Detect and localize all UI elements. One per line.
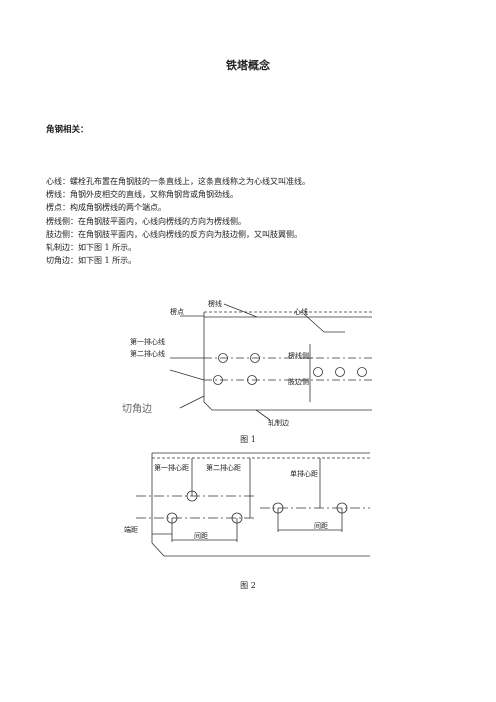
label-second-row-dist: 第二排心距 [206,463,241,472]
label-limb-side: 肢边侧 [288,377,309,386]
figure-2-diagram: 第一排心距 第二排心距 单排心距 端距 间距 间距 [124,452,370,557]
section-heading: 角钢相关： [46,125,89,135]
label-rolled-edge: 轧制边 [268,418,289,427]
label-leng-point: 楞点 [170,307,184,316]
label-end-dist: 端距 [124,525,138,534]
definition-item: 心线：螺栓孔布置在角钢肢的一条直线上，这条直线称之为心线又叫准线。 [46,177,310,186]
page-title: 铁塔概念 [226,59,270,72]
label-single-row-dist: 单排心距 [290,469,318,478]
definition-item: 楞线侧：在角钢肢平面内，心线向楞线的方向为楞线侧。 [46,216,246,226]
definition-item: 轧制边：如下图 1 所示。 [46,243,137,253]
figure-2-caption: 图 2 [240,581,256,590]
label-leng-line: 楞线 [208,299,222,308]
label-cut-edge: 切角边 [122,403,152,415]
label-spacing: 间距 [194,532,208,540]
figure-1-caption: 图 1 [240,435,256,444]
label-second-row: 第二排心线 [130,349,165,358]
definition-item: 楞线：角钢外皮相交的直线，又称角钢背或角钢劲线。 [46,190,238,200]
label-spacing-2: 间距 [314,522,328,530]
definition-item: 肢边侧：在角钢肢平面内，心线向楞线的反方向为肢边侧，又叫肢翼侧。 [46,229,302,239]
label-leng-side: 楞线侧 [288,351,309,360]
definition-item: 楞点：构成角钢楞线的两个端点。 [46,203,166,213]
figure-1-diagram: 楞点 楞线 心线 第一排心线 第二排心线 楞线侧 肢边侧 切角边 轧制边 [122,299,372,427]
label-first-row: 第一排心线 [130,337,165,346]
definitions-list: 心线：螺栓孔布置在角钢肢的一条直线上，这条直线称之为心线又叫准线。 楞线：角钢外… [46,175,466,267]
label-heart-line: 心线 [294,307,308,316]
label-first-row-dist: 第一排心距 [154,463,189,472]
definition-item: 切角边：如下图 1 所示。 [46,256,137,266]
